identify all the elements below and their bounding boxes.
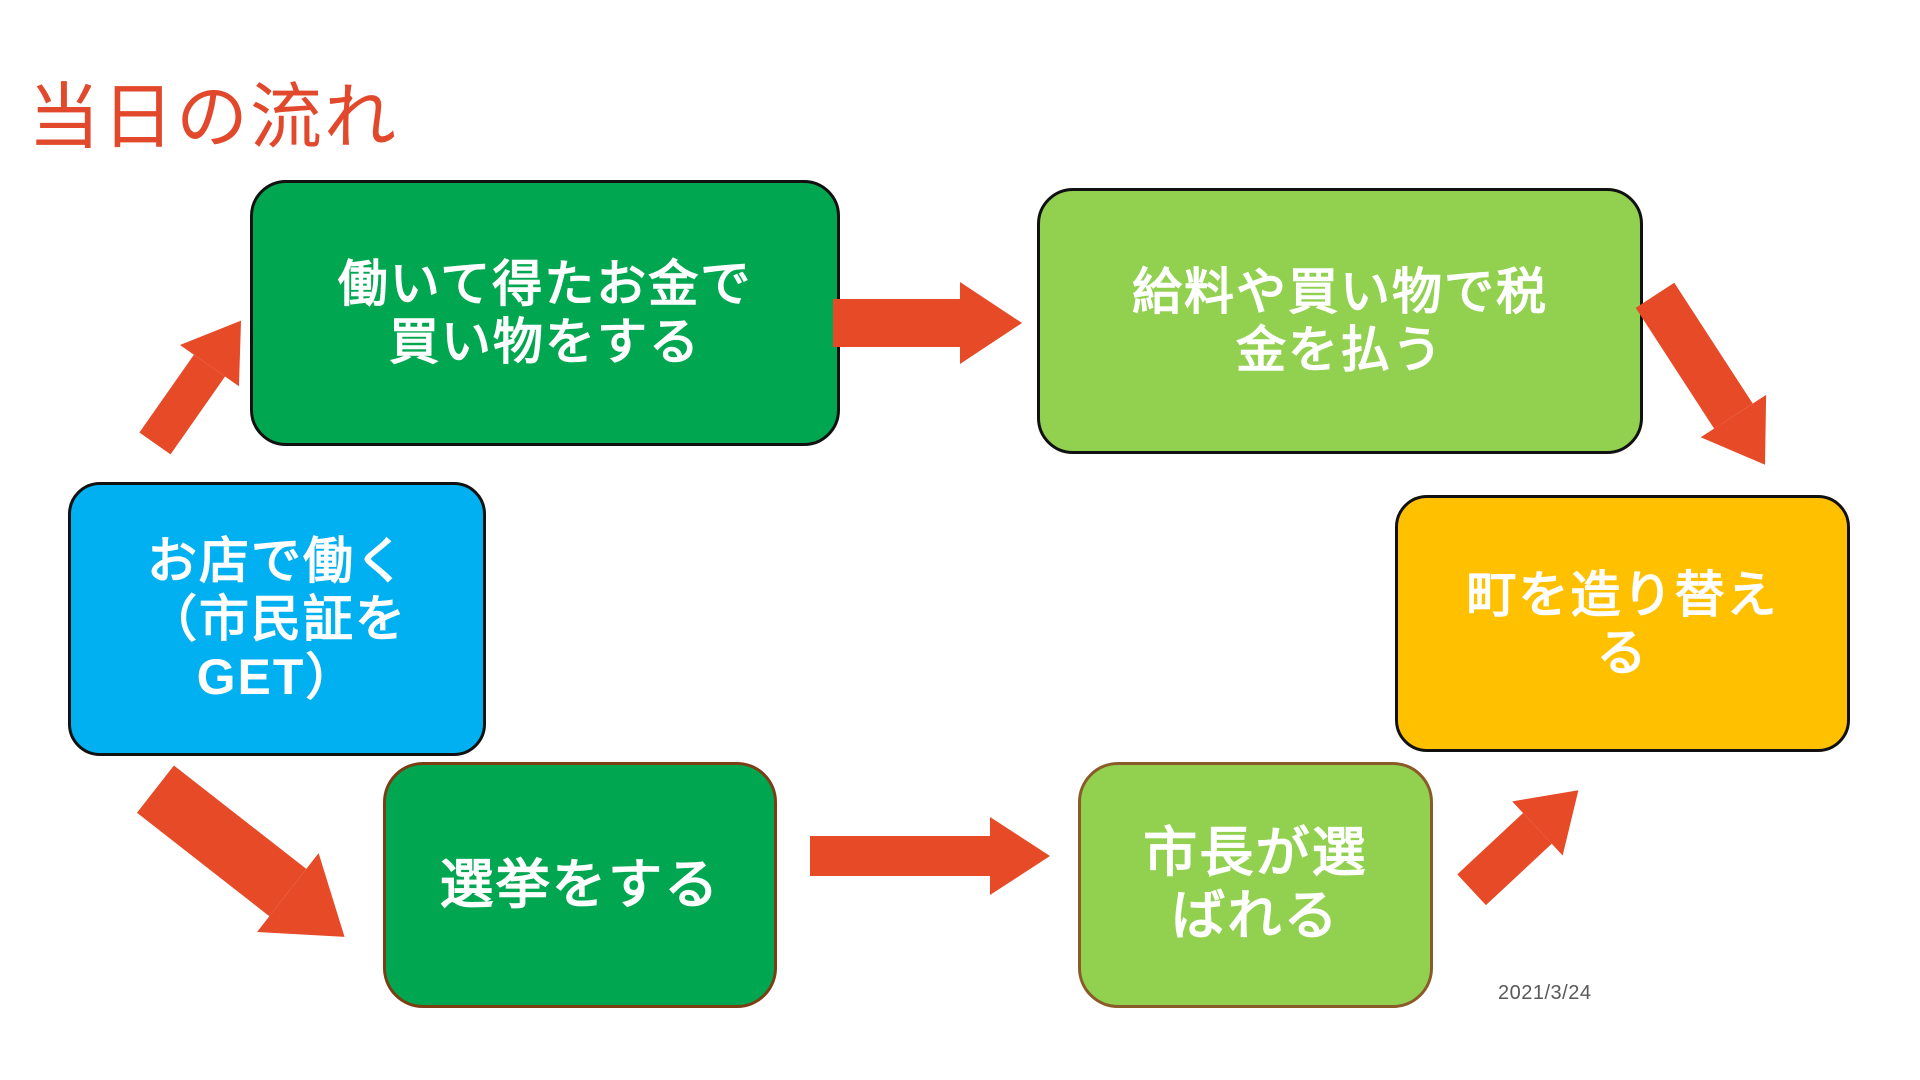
- flow-box-text-line: 給料や買い物で税: [1132, 264, 1548, 320]
- flow-box-text-line: る: [1596, 624, 1649, 681]
- flow-box-mayor-elected: 市長が選 ばれる: [1078, 762, 1433, 1008]
- slide-title: 当日の流れ: [28, 78, 399, 158]
- arrow-shop-to-election-icon: [125, 750, 376, 977]
- flow-box-work-at-shop: お店で働く （市民証を GET）: [68, 482, 486, 756]
- arrow-head: [960, 282, 1022, 364]
- flow-box-text-line: 働いて得たお金で: [337, 256, 753, 312]
- arrow-body: [810, 836, 990, 876]
- flow-box-text-line: お店で働く: [147, 533, 407, 589]
- flow-box-text-line: 選挙をする: [439, 854, 721, 915]
- flow-box-text-line: GET）: [196, 649, 358, 705]
- slide-date: 2021/3/24: [1498, 982, 1592, 1004]
- arrow-election-to-mayor-icon: [810, 817, 1050, 895]
- arrow-body: [139, 354, 226, 455]
- arrow-shop-to-buy-icon: [125, 299, 271, 464]
- flow-box-text-line: 町を造り替え: [1466, 566, 1779, 623]
- flow-box-text-line: 金を払う: [1236, 322, 1444, 378]
- arrow-body: [136, 765, 307, 917]
- arrow-mayor-to-town-icon: [1446, 763, 1604, 917]
- flow-box-buy-with-earnings: 働いて得たお金で 買い物をする: [250, 180, 840, 446]
- flow-box-rebuild-town: 町を造り替え る: [1395, 495, 1850, 752]
- flow-box-text-line: （市民証を: [147, 591, 407, 647]
- flow-box-text-line: 買い物をする: [389, 314, 701, 370]
- arrow-body: [833, 299, 960, 347]
- flow-box-text-line: 市長が選: [1143, 823, 1368, 884]
- flow-box-text-line: ばれる: [1171, 886, 1340, 946]
- flow-box-election: 選挙をする: [383, 762, 777, 1008]
- flow-box-pay-taxes: 給料や買い物で税 金を払う: [1037, 188, 1643, 454]
- arrow-head: [990, 817, 1050, 895]
- arrow-buy-to-tax-icon: [833, 282, 1022, 364]
- arrow-tax-to-town-icon: [1622, 274, 1798, 486]
- arrow-body: [1635, 282, 1753, 429]
